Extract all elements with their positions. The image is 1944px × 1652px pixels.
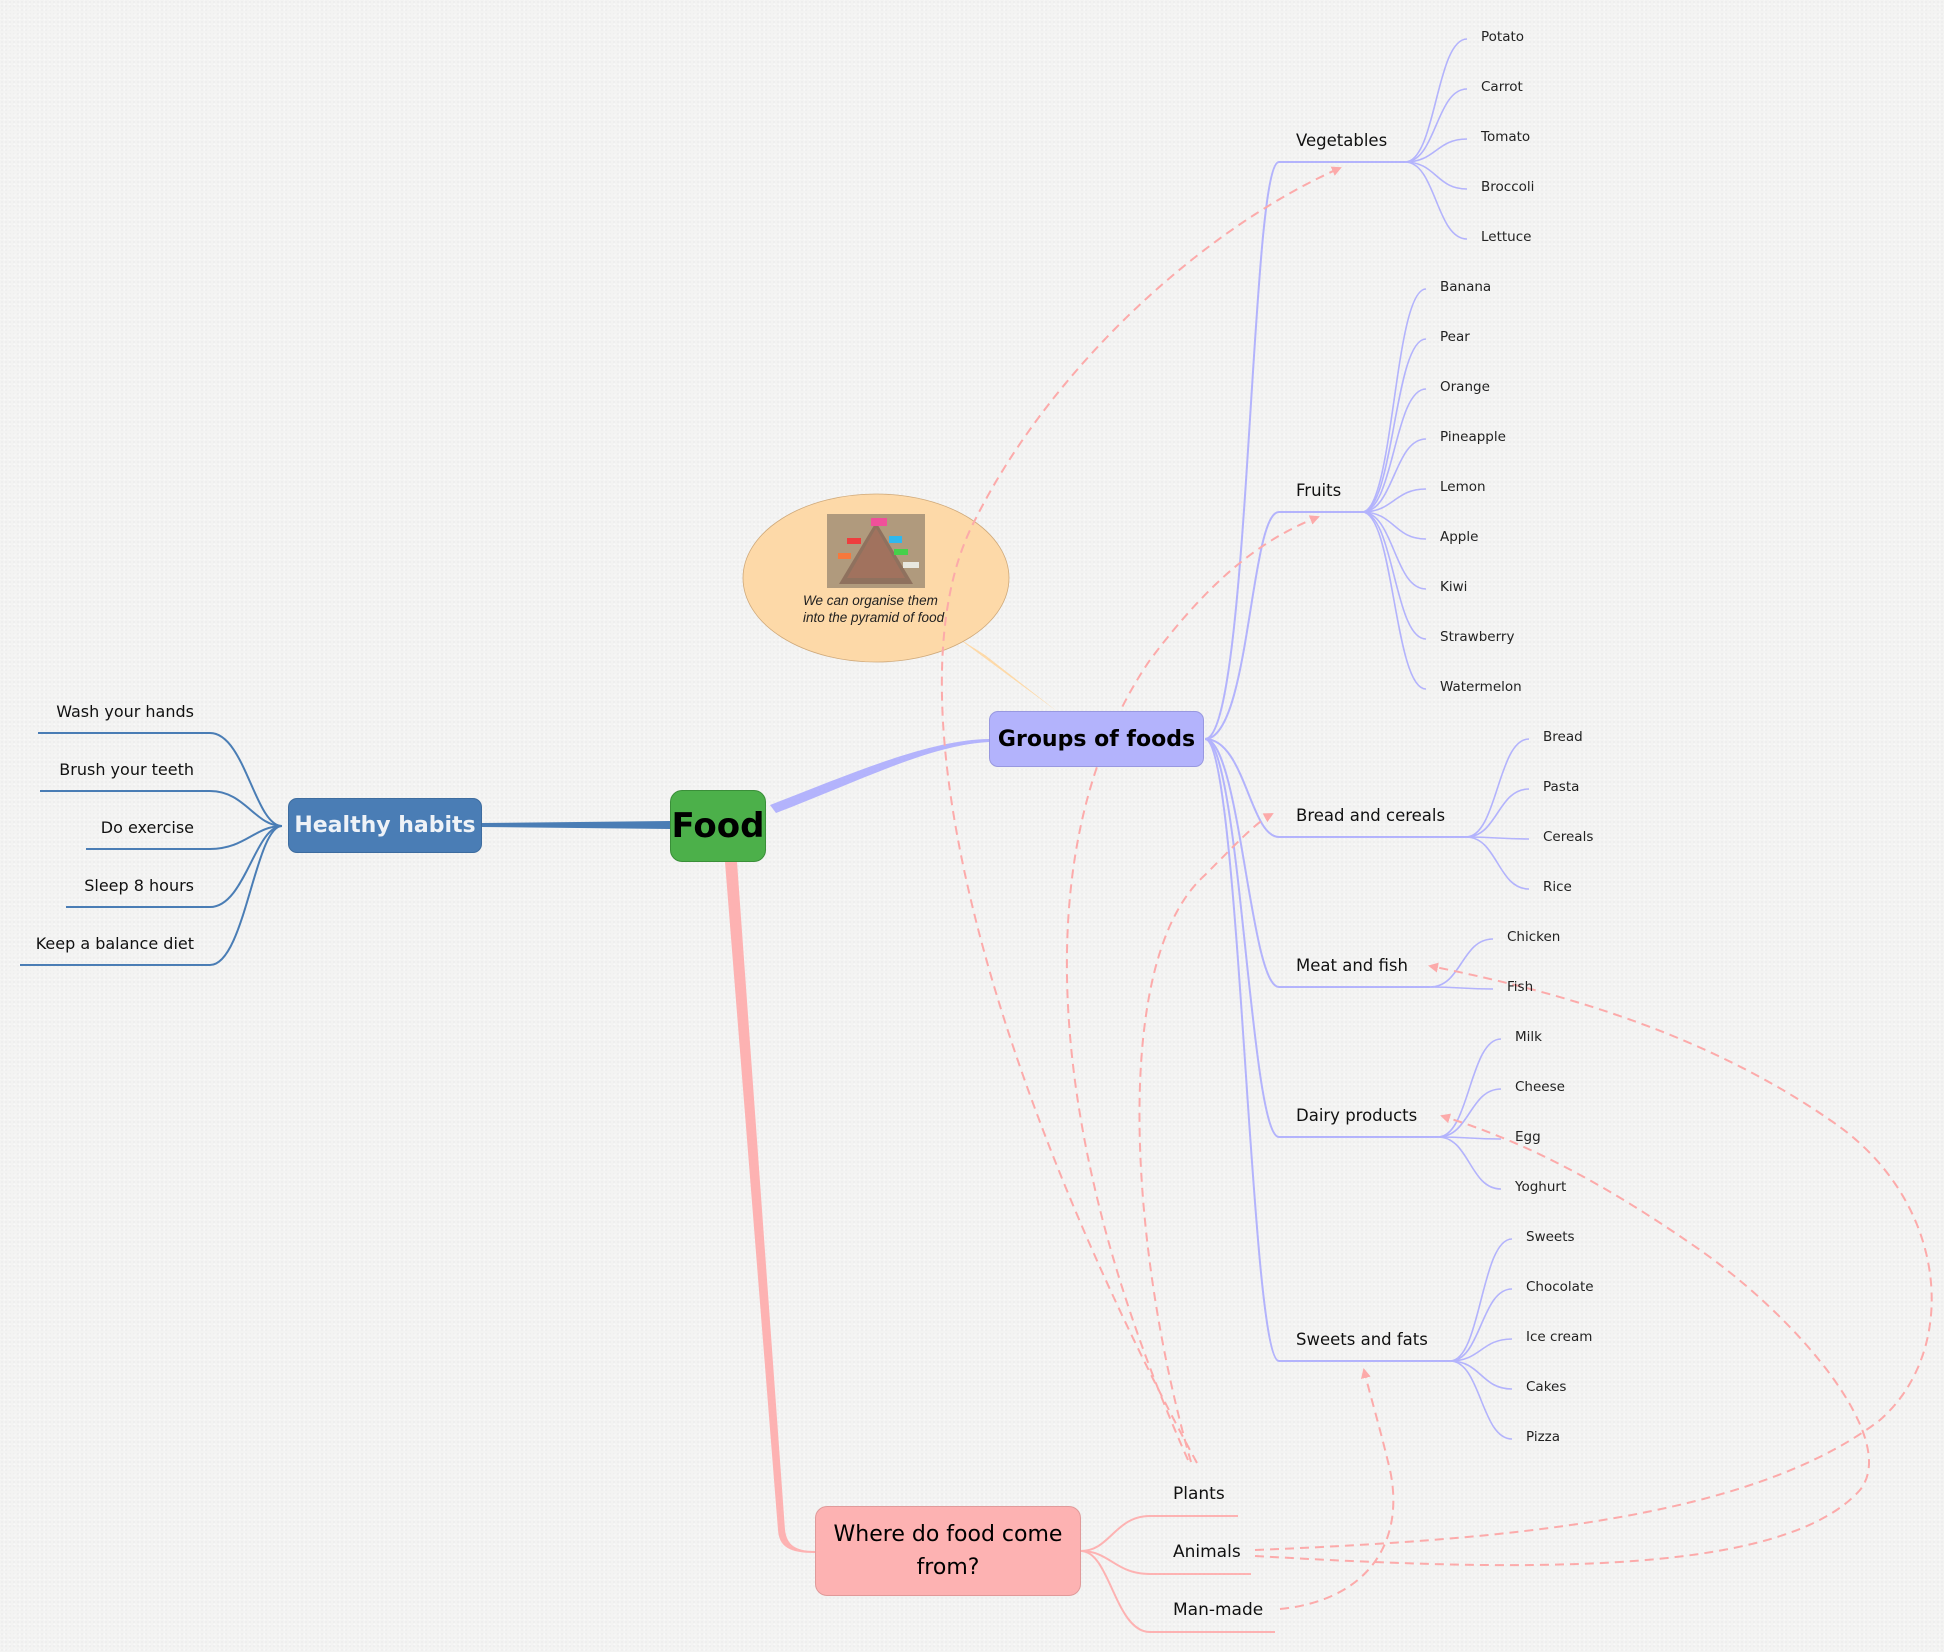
leaf-item[interactable]: Fish <box>1507 979 1534 995</box>
relationship-animals-dairy <box>1254 1113 1871 1567</box>
leaf-item[interactable]: Cereals <box>1543 829 1594 845</box>
relationship-manmade-sweets <box>1279 1368 1395 1610</box>
relationship-lines <box>940 166 1933 1610</box>
leaf-connector <box>1361 511 1427 640</box>
leaf-connector <box>1361 511 1427 540</box>
leaf-item[interactable]: Carrot <box>1481 79 1523 95</box>
leaf-item[interactable]: Broccoli <box>1481 179 1535 195</box>
leaf-item[interactable]: Bread <box>1543 729 1583 745</box>
leaf-connector <box>1404 38 1468 163</box>
habit-do-exercise[interactable]: Do exercise <box>100 818 194 837</box>
leaf-connector <box>1361 338 1427 513</box>
category-bread-and-cereals[interactable]: Bread and cereals <box>1296 806 1446 825</box>
habit-sleep-8-hours[interactable]: Sleep 8 hours <box>84 876 194 895</box>
branch-food-where <box>725 862 815 1553</box>
leaf-item[interactable]: Apple <box>1440 529 1479 545</box>
leaf-connector <box>1449 1360 1513 1390</box>
leaf-item[interactable]: Kiwi <box>1440 579 1468 595</box>
leaf-connector <box>1429 986 1494 990</box>
category-meat-and-fish[interactable]: Meat and fish <box>1296 956 1408 975</box>
habit-wash-hands[interactable]: Wash your hands <box>56 702 194 721</box>
leaf-item[interactable]: Milk <box>1515 1029 1542 1045</box>
leaf-item[interactable]: Chocolate <box>1526 1279 1594 1295</box>
leaf-connector <box>1404 88 1468 163</box>
group-connectors <box>1204 161 1466 1362</box>
source-plants[interactable]: Plants <box>1173 1484 1225 1504</box>
leaf-connector <box>1404 161 1468 240</box>
branch-food-groups <box>770 739 989 813</box>
leaf-item[interactable]: Orange <box>1440 379 1490 395</box>
leaf-connector <box>1404 161 1468 190</box>
leaf-item[interactable]: Chicken <box>1507 929 1561 945</box>
leaf-connector <box>1361 511 1427 690</box>
leaf-item[interactable]: Pizza <box>1526 1429 1561 1445</box>
leaf-connector <box>1429 938 1494 988</box>
habit-brush-teeth[interactable]: Brush your teeth <box>59 760 194 779</box>
relationship-plants-fruits <box>1065 515 1320 1461</box>
leaf-connector <box>1437 1136 1502 1140</box>
leaf-connector <box>1465 738 1530 838</box>
leaf-connector <box>1449 1238 1513 1362</box>
leaf-item[interactable]: Ice cream <box>1526 1329 1593 1345</box>
leaf-connector <box>1361 511 1427 590</box>
relationship-plants-bread <box>1138 813 1274 1463</box>
leaf-item[interactable]: Potato <box>1481 29 1525 45</box>
source-connectors <box>1080 1515 1275 1633</box>
topic-where-food-comes-from[interactable]: Where do food come from? <box>815 1506 1081 1596</box>
branch-food-healthy <box>482 821 670 829</box>
central-topic-food[interactable]: Food <box>670 790 766 862</box>
category-sweets-and-fats[interactable]: Sweets and fats <box>1296 1330 1428 1349</box>
leaf-item[interactable]: Cakes <box>1526 1379 1567 1395</box>
category-fruits[interactable]: Fruits <box>1296 481 1342 500</box>
leaf-connector <box>1404 138 1468 163</box>
leaf-item[interactable]: Cheese <box>1515 1079 1565 1095</box>
leaf-connectors <box>1361 38 1530 1440</box>
leaf-connector <box>1449 1338 1513 1362</box>
pyramid-of-food-image[interactable] <box>827 514 925 588</box>
leaf-item[interactable]: Lemon <box>1440 479 1486 495</box>
leaf-connector <box>1437 1038 1502 1138</box>
leaf-item[interactable]: Tomato <box>1481 129 1531 145</box>
source-man-made[interactable]: Man-made <box>1173 1600 1264 1620</box>
leaf-item[interactable]: Pineapple <box>1440 429 1506 445</box>
leaf-connector <box>1437 1136 1502 1190</box>
leaf-item[interactable]: Watermelon <box>1440 679 1522 695</box>
leaf-item[interactable]: Egg <box>1515 1129 1541 1145</box>
leaf-connector <box>1361 488 1427 513</box>
leaf-connector <box>1449 1360 1513 1440</box>
leaf-item[interactable]: Yoghurt <box>1515 1179 1567 1195</box>
category-vegetables[interactable]: Vegetables <box>1296 131 1388 150</box>
leaf-connector <box>1465 788 1530 838</box>
topic-groups-of-foods[interactable]: Groups of foods <box>989 711 1204 767</box>
healthy-habit-connectors <box>20 732 283 966</box>
source-animals[interactable]: Animals <box>1173 1542 1241 1562</box>
leaf-item[interactable]: Pasta <box>1543 779 1580 795</box>
relationship-plants-vegetables <box>940 166 1342 1464</box>
relationship-animals-meat <box>1254 962 1933 1551</box>
leaf-item[interactable]: Strawberry <box>1440 629 1515 645</box>
category-dairy-products[interactable]: Dairy products <box>1296 1106 1418 1125</box>
leaf-item[interactable]: Sweets <box>1526 1229 1575 1245</box>
callout-note: We can organise them into the pyramid of… <box>803 593 945 625</box>
leaf-item[interactable]: Rice <box>1543 879 1572 895</box>
leaf-item[interactable]: Lettuce <box>1481 229 1532 245</box>
leaf-item[interactable]: Banana <box>1440 279 1492 295</box>
leaf-item[interactable]: Pear <box>1440 329 1470 345</box>
topic-healthy-habits[interactable]: Healthy habits <box>288 798 482 853</box>
leaf-connector <box>1465 836 1530 890</box>
leaf-connector <box>1437 1088 1502 1138</box>
habit-balanced-diet[interactable]: Keep a balance diet <box>35 934 194 953</box>
leaf-connector <box>1465 836 1530 840</box>
leaf-connector <box>1361 288 1427 513</box>
leaf-connector <box>1361 438 1427 513</box>
leaf-connector <box>1361 388 1427 513</box>
leaf-connector <box>1449 1288 1513 1362</box>
